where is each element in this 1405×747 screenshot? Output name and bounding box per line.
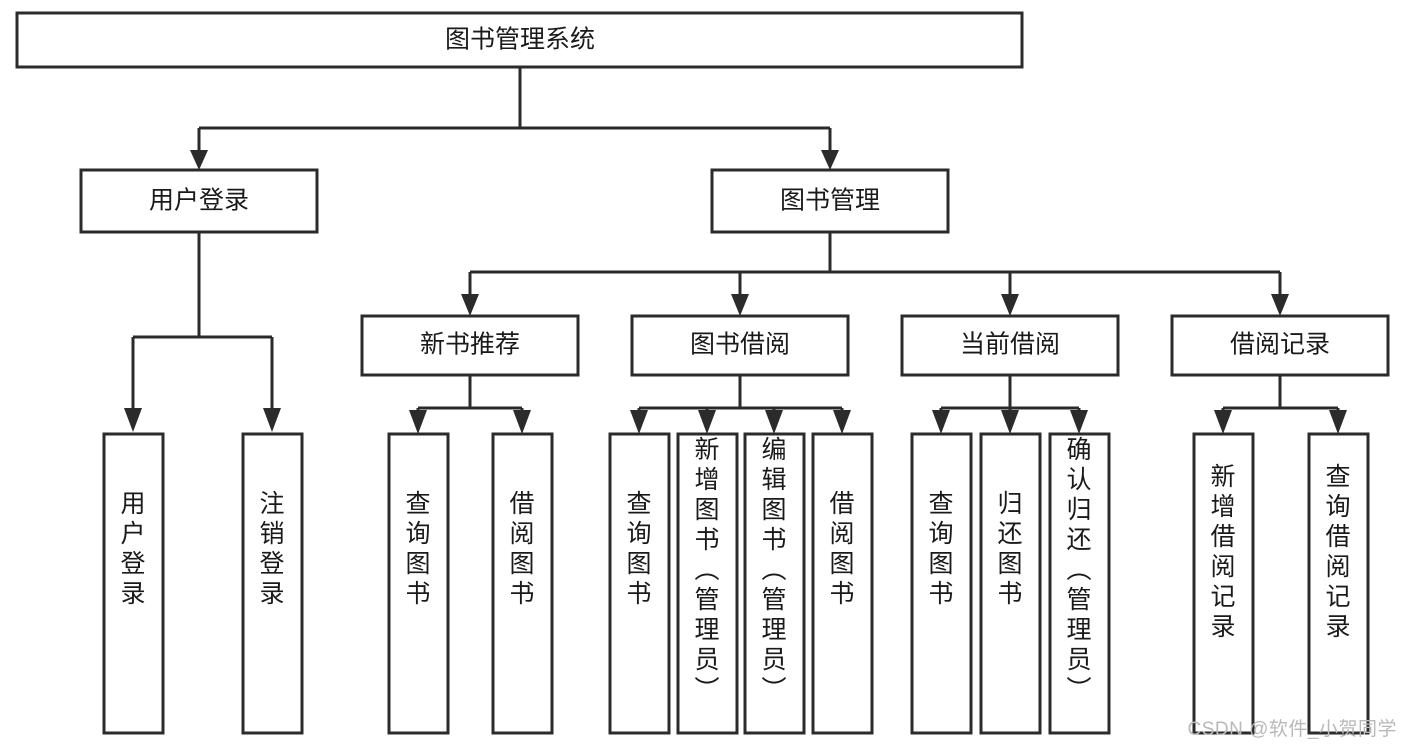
node-leaf-borrow-book-1-label: 借阅图书: [509, 490, 534, 608]
arrowhead-leaf-borrow-book-2: [833, 410, 851, 434]
node-book-borrow-box[interactable]: [630, 314, 850, 377]
arrowhead-new-book-recommend: [461, 294, 479, 316]
node-leaf-add-record[interactable]: 新增借阅记录: [1192, 432, 1255, 735]
node-leaf-user-logout-box[interactable]: [241, 432, 304, 735]
node-leaf-query-record[interactable]: 查询借阅记录: [1307, 432, 1370, 735]
node-user-login-label: 用户登录: [149, 187, 249, 215]
node-leaf-borrow-book-1-box[interactable]: [491, 432, 554, 735]
node-leaf-edit-book[interactable]: 编辑图书︵管理员︶: [743, 432, 806, 735]
node-leaf-query-book-1[interactable]: 查询图书: [387, 432, 450, 735]
node-book-borrow[interactable]: 图书借阅: [630, 314, 850, 377]
node-root-box[interactable]: [15, 11, 1024, 69]
node-leaf-query-book-3[interactable]: 查询图书: [910, 432, 973, 735]
node-user-login[interactable]: 用户登录: [79, 168, 319, 234]
node-leaf-confirm-return-box[interactable]: [1048, 432, 1111, 735]
node-leaf-borrow-book-2-label: 借阅图书: [829, 490, 854, 608]
arrowhead-book-borrow: [731, 294, 749, 316]
node-book-manage-box[interactable]: [710, 168, 950, 234]
node-leaf-query-book-2-box[interactable]: [608, 432, 671, 735]
arrowhead-leaf-user-logout: [263, 408, 281, 432]
node-borrow-record[interactable]: 借阅记录: [1170, 314, 1390, 377]
arrowhead-leaf-add-record: [1214, 410, 1232, 434]
node-new-book-recommend-box[interactable]: [360, 314, 580, 377]
node-leaf-add-book[interactable]: 新增图书︵管理员︶: [676, 432, 739, 735]
arrowhead-leaf-borrow-book-1: [513, 410, 531, 434]
node-leaf-user-logout[interactable]: 注销登录: [241, 432, 304, 735]
node-leaf-query-book-1-label: 查询图书: [405, 490, 430, 608]
node-current-borrow-label: 当前借阅: [960, 331, 1060, 359]
node-leaf-borrow-book-2-box[interactable]: [811, 432, 874, 735]
node-root[interactable]: 图书管理系统: [15, 11, 1024, 69]
node-leaf-query-book-2[interactable]: 查询图书: [608, 432, 671, 735]
connector-layer: [124, 67, 1347, 434]
node-leaf-query-book-3-box[interactable]: [910, 432, 973, 735]
node-leaf-borrow-book-1[interactable]: 借阅图书: [491, 432, 554, 735]
arrowhead-book-manage: [821, 150, 839, 170]
node-leaf-confirm-return-label: 确认归还︵管理员︶: [1066, 436, 1091, 704]
node-leaf-borrow-book-2[interactable]: 借阅图书: [811, 432, 874, 735]
arrowhead-leaf-query-record: [1329, 410, 1347, 434]
node-leaf-query-record-box[interactable]: [1307, 432, 1370, 735]
arrowhead-leaf-user-login: [124, 408, 142, 432]
node-new-book-recommend-label: 新书推荐: [420, 331, 520, 359]
node-leaf-edit-book-box[interactable]: [743, 432, 806, 735]
node-leaf-query-book-2-label: 查询图书: [626, 490, 651, 608]
node-leaf-add-book-label: 新增图书︵管理员︶: [694, 436, 719, 704]
node-leaf-add-record-box[interactable]: [1192, 432, 1255, 735]
arrowhead-leaf-return-book: [1001, 410, 1019, 434]
arrowhead-leaf-query-book-1: [409, 410, 427, 434]
node-leaf-user-login[interactable]: 用户登录: [102, 432, 165, 735]
arrowhead-borrow-record: [1271, 294, 1289, 316]
node-leaf-edit-book-label: 编辑图书︵管理员︶: [761, 436, 786, 704]
node-leaf-add-record-label: 新增借阅记录: [1210, 463, 1235, 641]
arrowhead-leaf-edit-book: [765, 410, 783, 434]
node-borrow-record-box[interactable]: [1170, 314, 1390, 377]
node-leaf-add-book-box[interactable]: [676, 432, 739, 735]
node-leaf-query-book-1-box[interactable]: [387, 432, 450, 735]
node-root-label: 图书管理系统: [445, 26, 595, 54]
node-book-borrow-label: 图书借阅: [690, 331, 790, 359]
node-leaf-return-book-label: 归还图书: [997, 490, 1022, 608]
node-book-manage[interactable]: 图书管理: [710, 168, 950, 234]
node-leaf-return-book-box[interactable]: [979, 432, 1042, 735]
arrowhead-leaf-query-book-2: [630, 410, 648, 434]
node-leaf-query-book-3-label: 查询图书: [928, 490, 953, 608]
node-borrow-record-label: 借阅记录: [1230, 331, 1330, 359]
node-leaf-query-record-label: 查询借阅记录: [1325, 463, 1350, 641]
arrowhead-current-borrow: [1001, 294, 1019, 316]
node-leaf-user-login-box[interactable]: [102, 432, 165, 735]
node-new-book-recommend[interactable]: 新书推荐: [360, 314, 580, 377]
arrowhead-leaf-confirm-return: [1070, 410, 1088, 434]
arrowhead-user-login: [190, 150, 208, 170]
node-leaf-user-login-label: 用户登录: [120, 490, 145, 608]
node-book-manage-label: 图书管理: [780, 187, 880, 215]
arrowhead-leaf-query-book-3: [932, 410, 950, 434]
arrowhead-leaf-add-book: [698, 410, 716, 434]
node-leaf-return-book[interactable]: 归还图书: [979, 432, 1042, 735]
node-current-borrow-box[interactable]: [900, 314, 1120, 377]
node-current-borrow[interactable]: 当前借阅: [900, 314, 1120, 377]
node-leaf-confirm-return[interactable]: 确认归还︵管理员︶: [1048, 432, 1111, 735]
node-leaf-user-logout-label: 注销登录: [259, 490, 284, 608]
node-user-login-box[interactable]: [79, 168, 319, 234]
